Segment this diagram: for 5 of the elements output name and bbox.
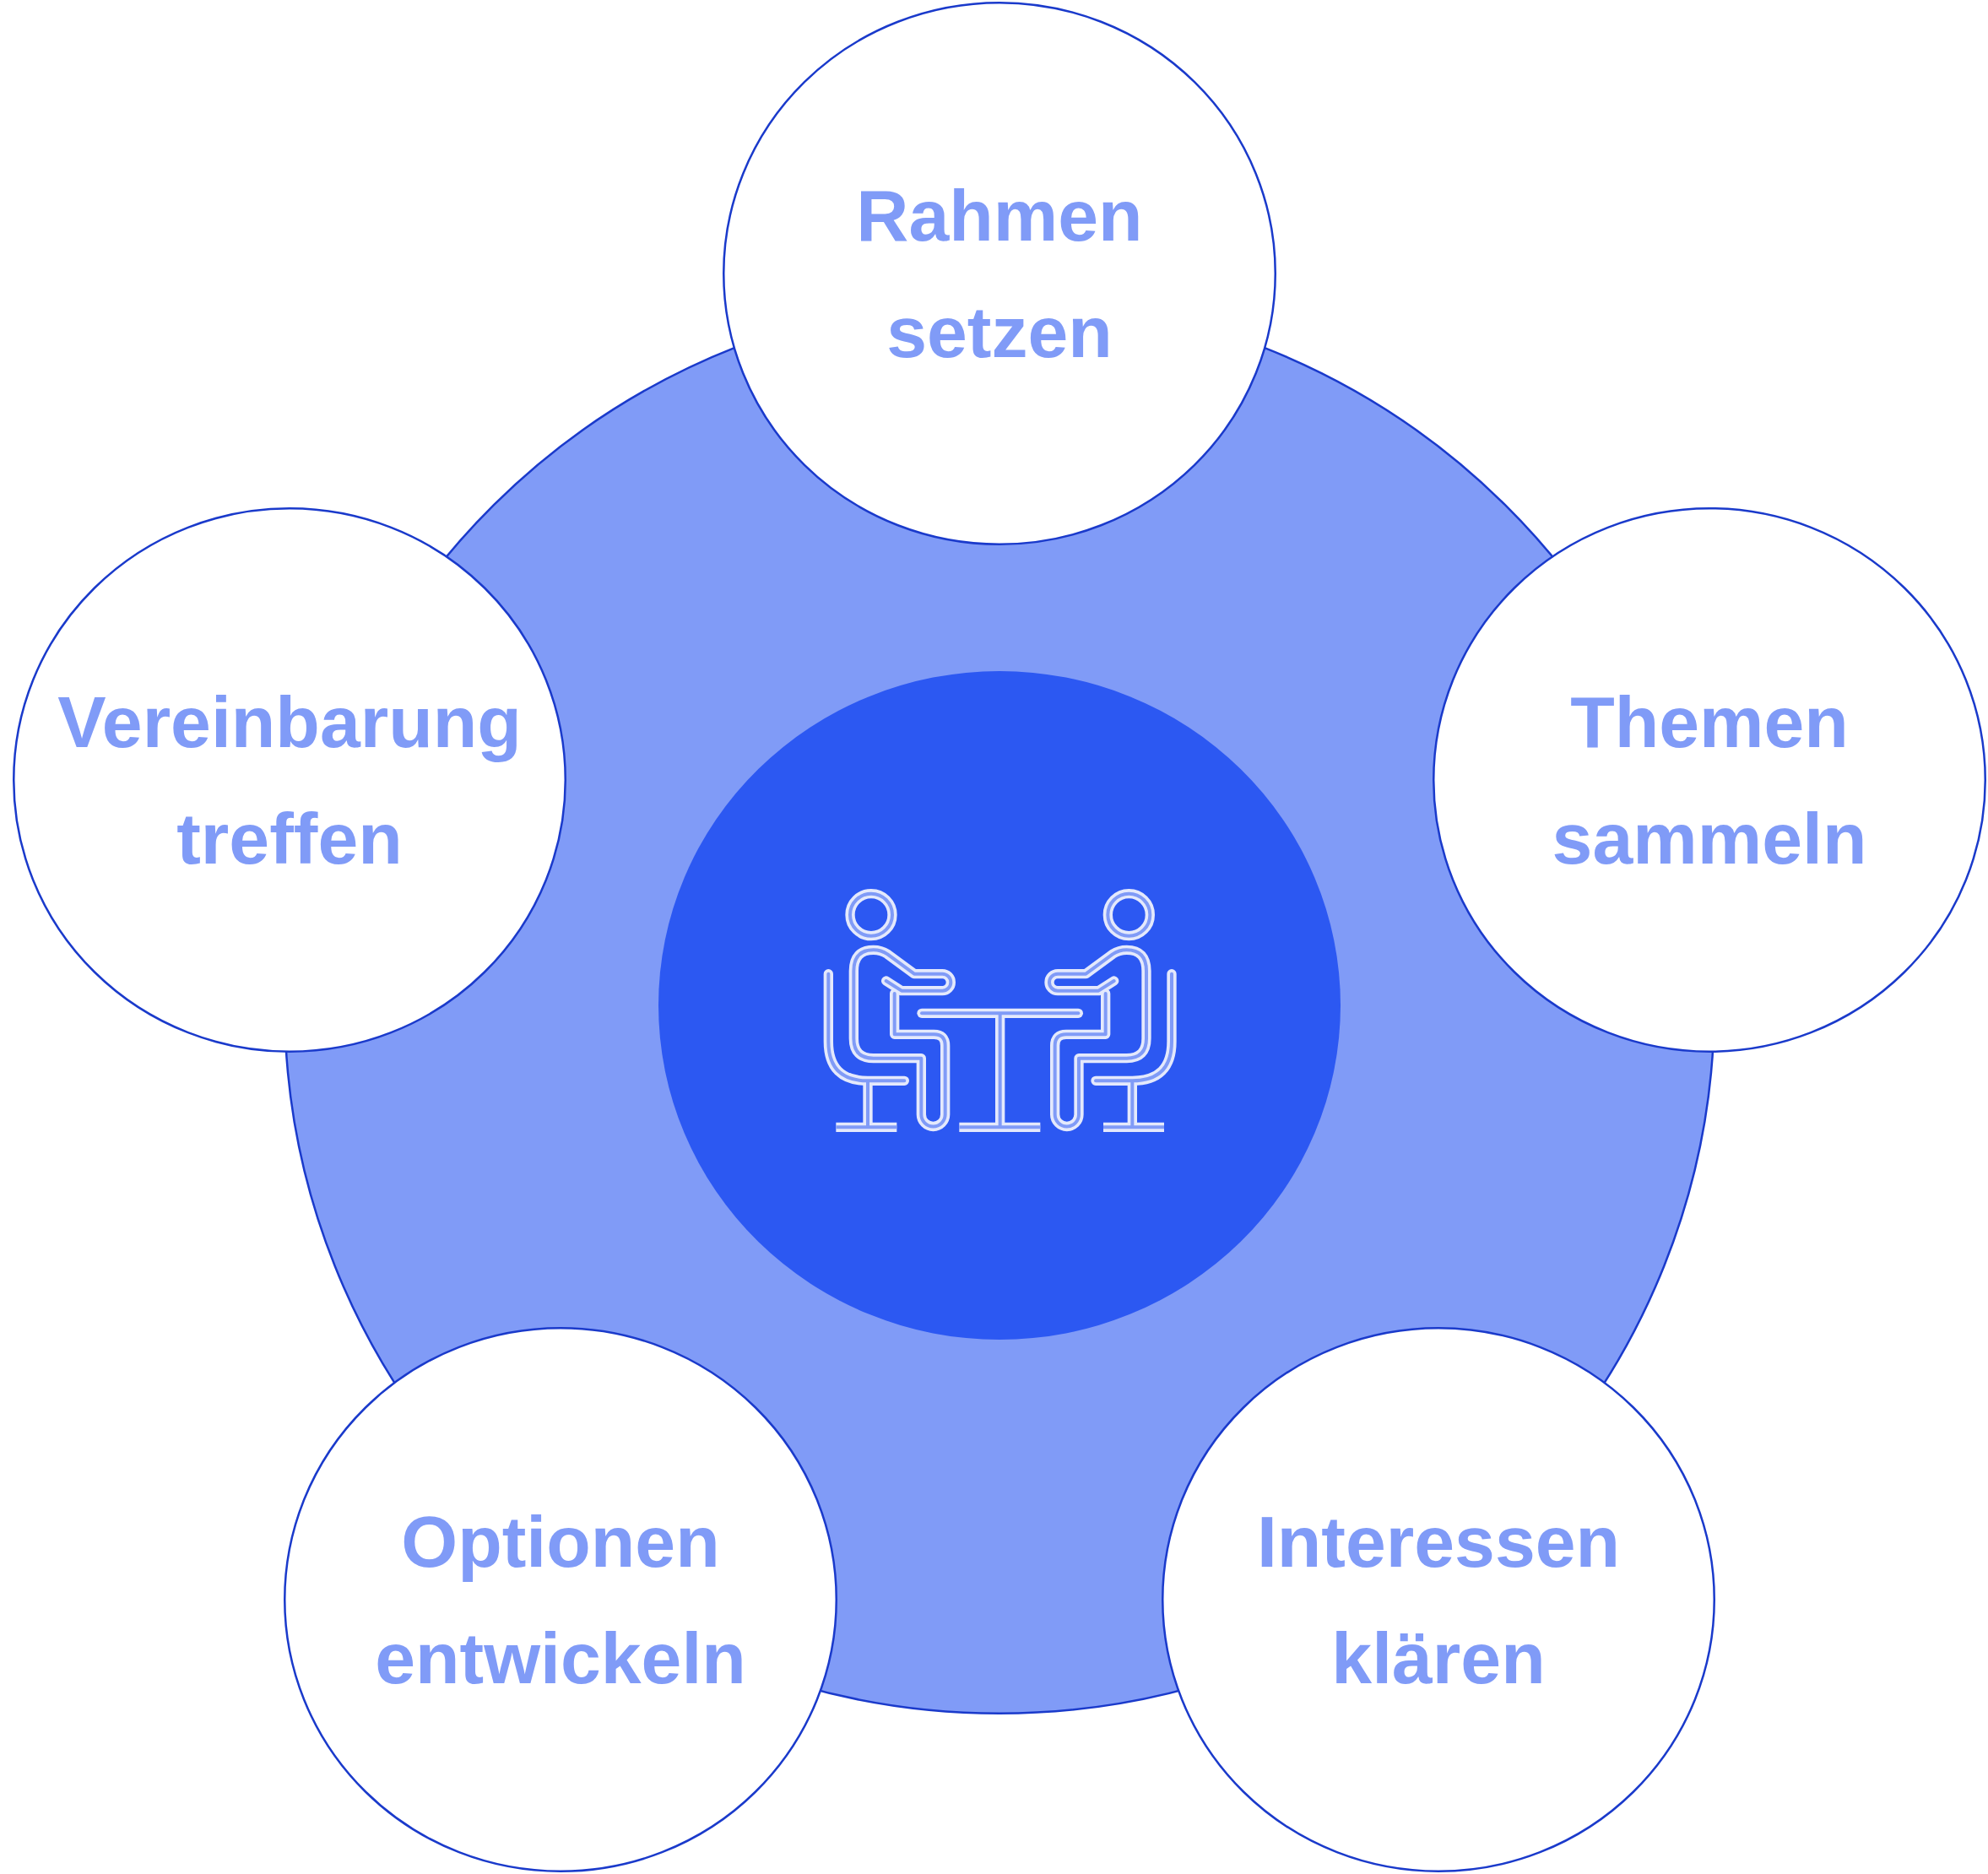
step-label: Vereinbarung treffen	[57, 680, 522, 880]
step-label: Rahmen setzen	[856, 174, 1143, 374]
step-label: Interessen klären	[1256, 1500, 1621, 1700]
step-label: Themen sammeln	[1552, 680, 1867, 880]
step-label: Optionen entwickeln	[375, 1500, 746, 1700]
